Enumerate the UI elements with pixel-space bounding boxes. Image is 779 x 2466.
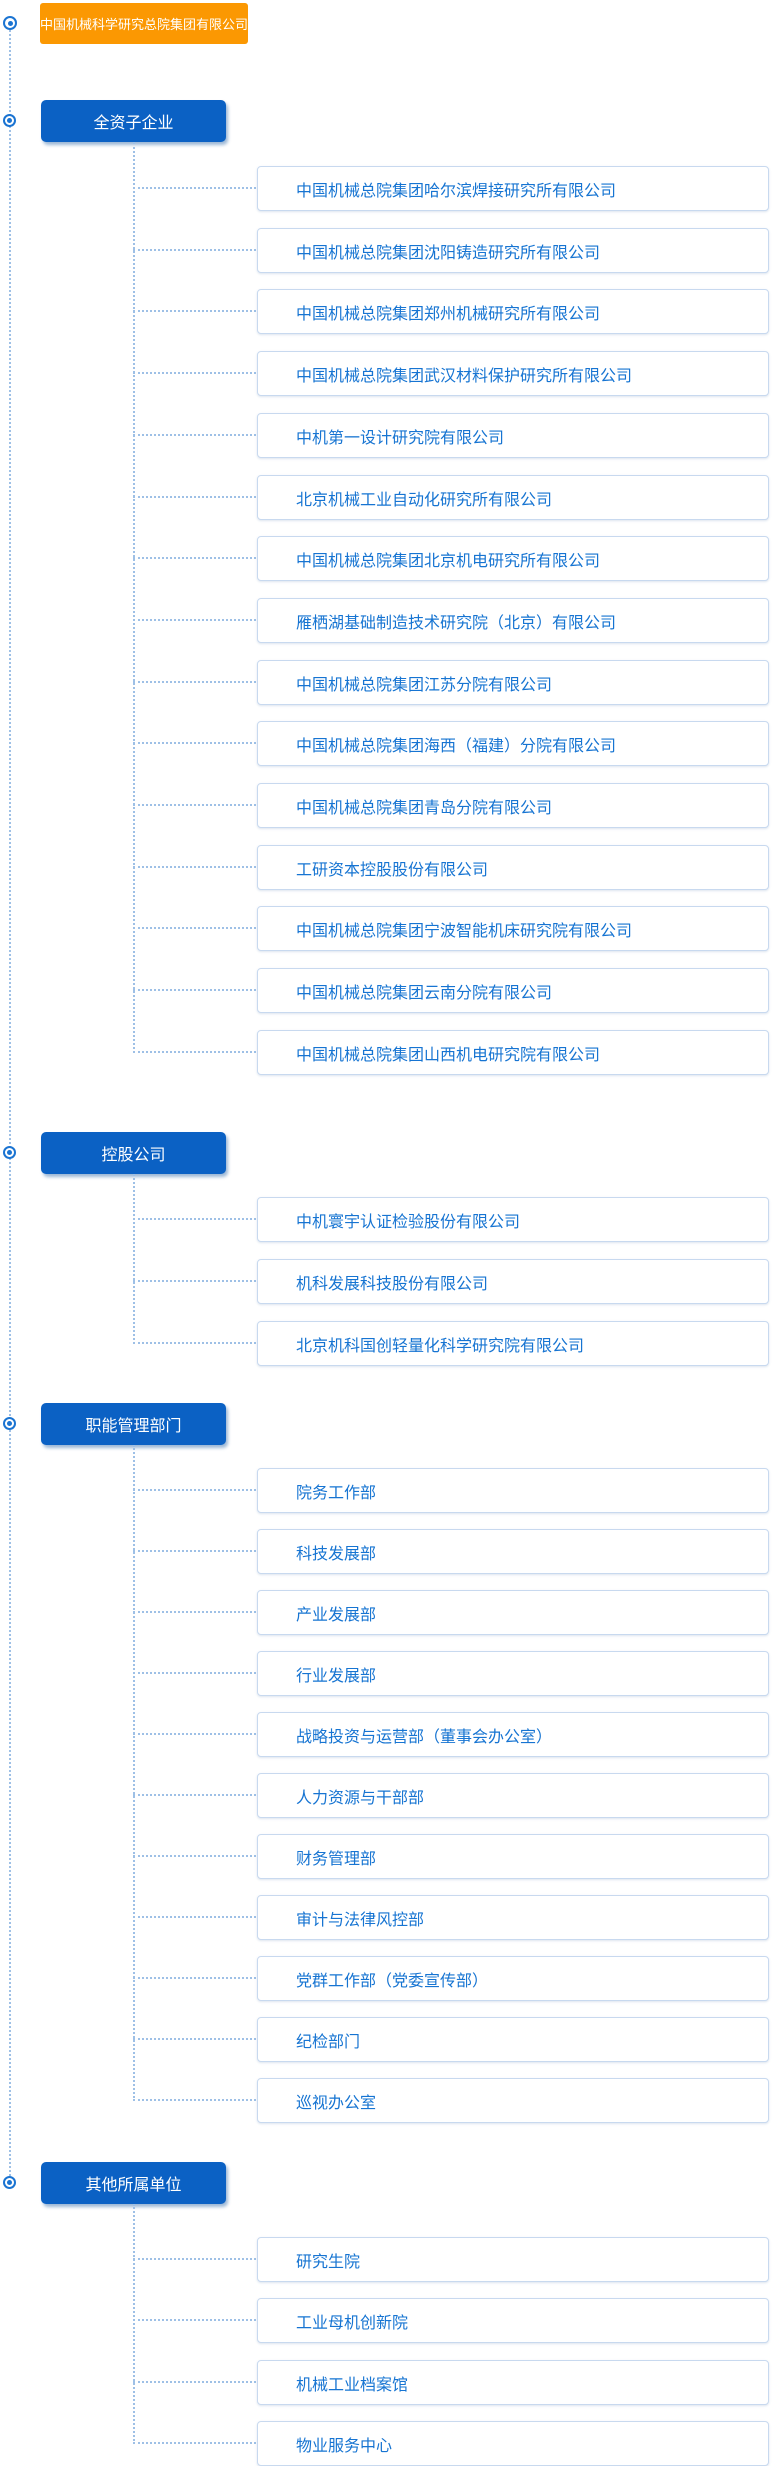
root-node[interactable]: 中国机械科学研究总院集团有限公司 <box>40 3 248 44</box>
org-node[interactable]: 行业发展部 <box>257 1651 769 1696</box>
org-node[interactable]: 北京机科国创轻量化科学研究院有限公司 <box>257 1321 769 1366</box>
connector-line <box>133 2258 256 2260</box>
connector-line <box>133 1672 256 1674</box>
org-node[interactable]: 产业发展部 <box>257 1590 769 1635</box>
connector-line <box>133 1977 256 1979</box>
connector-line <box>133 1280 256 1282</box>
org-node[interactable]: 物业服务中心 <box>257 2421 769 2466</box>
connector-line <box>133 1051 256 1053</box>
org-node[interactable]: 中国机械总院集团北京机电研究所有限公司 <box>257 536 769 581</box>
connector-line <box>133 742 256 744</box>
connector-line <box>133 2442 256 2444</box>
section-header[interactable]: 其他所属单位 <box>41 2162 226 2204</box>
connector-line <box>133 989 256 991</box>
connector-line <box>133 2381 256 2383</box>
section-header[interactable]: 职能管理部门 <box>41 1403 226 1445</box>
org-node[interactable]: 中国机械总院集团武汉材料保护研究所有限公司 <box>257 351 769 396</box>
org-node[interactable]: 财务管理部 <box>257 1834 769 1879</box>
tree-bullet-icon[interactable] <box>3 1417 16 1430</box>
connector-line <box>133 2319 256 2321</box>
tree-bullet-icon[interactable] <box>3 1146 16 1159</box>
org-node[interactable]: 雁栖湖基础制造技术研究院（北京）有限公司 <box>257 598 769 643</box>
connector-line <box>133 1611 256 1613</box>
connector-line <box>133 619 256 621</box>
org-node[interactable]: 中国机械总院集团郑州机械研究所有限公司 <box>257 289 769 334</box>
org-node[interactable]: 工业母机创新院 <box>257 2298 769 2343</box>
connector-line <box>133 2099 256 2101</box>
connector-line <box>133 2038 256 2040</box>
tree-bullet-icon[interactable] <box>3 114 16 127</box>
section-header[interactable]: 全资子企业 <box>41 100 226 142</box>
connector-line <box>133 372 256 374</box>
connector-line <box>133 310 256 312</box>
connector-line <box>133 557 256 559</box>
connector-line <box>133 681 256 683</box>
tree-bullet-icon[interactable] <box>3 16 17 30</box>
org-node[interactable]: 中国机械总院集团云南分院有限公司 <box>257 968 769 1013</box>
org-node[interactable]: 中国机械总院集团海西（福建）分院有限公司 <box>257 721 769 766</box>
connector-line <box>133 249 256 251</box>
org-node[interactable]: 科技发展部 <box>257 1529 769 1574</box>
org-node[interactable]: 巡视办公室 <box>257 2078 769 2123</box>
section-branch-line <box>133 1174 135 1344</box>
connector-line <box>133 1550 256 1552</box>
org-node[interactable]: 院务工作部 <box>257 1468 769 1513</box>
org-node[interactable]: 纪检部门 <box>257 2017 769 2062</box>
org-node[interactable]: 工研资本控股股份有限公司 <box>257 845 769 890</box>
connector-line <box>133 866 256 868</box>
connector-line <box>133 1794 256 1796</box>
connector-line <box>133 496 256 498</box>
connector-line <box>133 1855 256 1857</box>
tree-bullet-icon[interactable] <box>3 2176 16 2189</box>
section-branch-line <box>133 1445 135 2101</box>
connector-line <box>133 434 256 436</box>
org-node[interactable]: 战略投资与运营部（董事会办公室） <box>257 1712 769 1757</box>
connector-line <box>133 1916 256 1918</box>
connector-line <box>133 187 256 189</box>
connector-line <box>133 1733 256 1735</box>
org-node[interactable]: 中机寰宇认证检验股份有限公司 <box>257 1197 769 1242</box>
org-node[interactable]: 北京机械工业自动化研究所有限公司 <box>257 475 769 520</box>
org-node[interactable]: 中国机械总院集团哈尔滨焊接研究所有限公司 <box>257 166 769 211</box>
connector-line <box>133 804 256 806</box>
org-node[interactable]: 中国机械总院集团青岛分院有限公司 <box>257 783 769 828</box>
org-node[interactable]: 机械工业档案馆 <box>257 2360 769 2405</box>
org-node[interactable]: 中国机械总院集团宁波智能机床研究院有限公司 <box>257 906 769 951</box>
section-branch-line <box>133 2204 135 2444</box>
connector-line <box>133 1489 256 1491</box>
org-node[interactable]: 审计与法律风控部 <box>257 1895 769 1940</box>
org-node[interactable]: 中国机械总院集团山西机电研究院有限公司 <box>257 1030 769 1075</box>
org-node[interactable]: 中国机械总院集团江苏分院有限公司 <box>257 660 769 705</box>
org-node[interactable]: 党群工作部（党委宣传部） <box>257 1956 769 2001</box>
org-node[interactable]: 中国机械总院集团沈阳铸造研究所有限公司 <box>257 228 769 273</box>
org-node[interactable]: 中机第一设计研究院有限公司 <box>257 413 769 458</box>
tree-trunk-line <box>9 30 11 2176</box>
connector-line <box>133 1218 256 1220</box>
org-node[interactable]: 机科发展科技股份有限公司 <box>257 1259 769 1304</box>
org-node[interactable]: 研究生院 <box>257 2237 769 2282</box>
connector-line <box>133 1342 256 1344</box>
section-branch-line <box>133 142 135 1053</box>
org-node[interactable]: 人力资源与干部部 <box>257 1773 769 1818</box>
connector-line <box>133 927 256 929</box>
section-header[interactable]: 控股公司 <box>41 1132 226 1174</box>
